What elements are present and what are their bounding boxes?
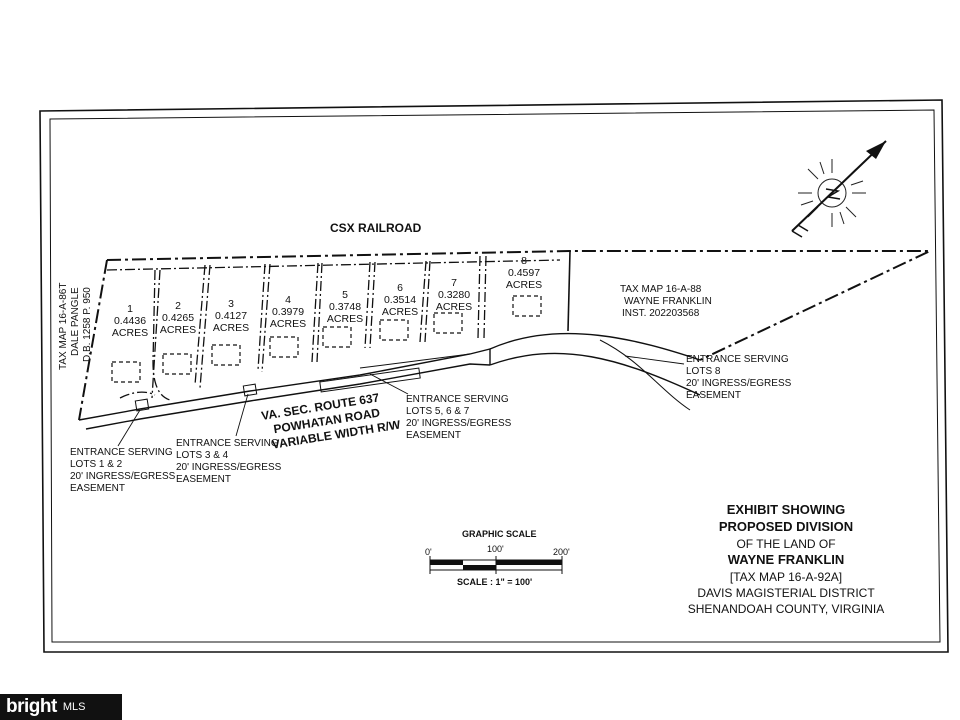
lot-4-number: 4 (285, 294, 291, 306)
adjoiner-east-line1: TAX MAP 16-A-88 (620, 284, 702, 295)
lot-1-acres: 0.4436 (114, 315, 146, 327)
easement-2-line4: EASEMENT (176, 474, 231, 485)
lot-5-number: 5 (342, 289, 348, 301)
easement-1-line4: EASEMENT (70, 483, 125, 494)
easement-strips (134, 353, 471, 412)
adjoiner-west-line3: D.B. 1258 P. 950 (82, 287, 93, 362)
title-line1: EXHIBIT SHOWING (727, 502, 845, 517)
lot-8-acres: 0.4597 (508, 267, 540, 279)
easement-note-3: ENTRANCE SERVING LOTS 5, 6 & 7 20' INGRE… (406, 394, 512, 441)
lot-6-unit: ACRES (382, 306, 418, 318)
lot-5-unit: ACRES (327, 313, 363, 325)
easement-note-1: ENTRANCE SERVING LOTS 1 & 2 20' INGRESS/… (70, 447, 176, 494)
adjoiner-west-line2: DALE PANGLE (70, 287, 81, 356)
easement-4-line1: ENTRANCE SERVING (686, 354, 789, 365)
easement-note-4: ENTRANCE SERVING LOTS 8 20' INGRESS/EGRE… (686, 354, 792, 401)
easement-3-line4: EASEMENT (406, 430, 461, 441)
scale-title: GRAPHIC SCALE (462, 529, 537, 539)
easement-2-line3: 20' INGRESS/EGRESS (176, 462, 282, 473)
lot-7-unit: ACRES (436, 301, 472, 313)
graphic-scale: GRAPHIC SCALE 0' 100' 200' SCALE : 1" = … (425, 529, 570, 587)
lot-labels: 1 0.4436 ACRES 2 0.4265 ACRES 3 0.4127 A… (112, 255, 542, 339)
watermark-brand: bright (6, 696, 57, 717)
road-label: VA. SEC. ROUTE 637 POWHATAN ROAD VARIABL… (260, 390, 402, 451)
lot-3-unit: ACRES (213, 322, 249, 334)
easement-1-line3: 20' INGRESS/EGRESS (70, 471, 176, 482)
scale-tick-0: 0' (425, 547, 432, 557)
easement-2-line2: LOTS 3 & 4 (176, 450, 229, 461)
easement-note-2: ENTRANCE SERVING LOTS 3 & 4 20' INGRESS/… (176, 438, 282, 485)
lot-1-unit: ACRES (112, 327, 148, 339)
lot-6-number: 6 (397, 282, 403, 294)
road-frontage (78, 332, 701, 430)
easement-3-line2: LOTS 5, 6 & 7 (406, 406, 470, 417)
lot-8-unit: ACRES (506, 279, 542, 291)
lot-5-acres: 0.3748 (329, 301, 361, 313)
lot-2-acres: 0.4265 (162, 312, 194, 324)
mls-watermark: bright MLS (0, 694, 122, 720)
easement-3-line1: ENTRANCE SERVING (406, 394, 509, 405)
scale-tick-200: 200' (553, 547, 570, 557)
adjoiner-west-line1: TAX MAP 16-A-86T (58, 283, 69, 370)
easement-2-line1: ENTRANCE SERVING (176, 438, 279, 449)
watermark-suffix: MLS (62, 701, 86, 713)
lot-3-number: 3 (228, 298, 234, 310)
lot-2-number: 2 (175, 300, 181, 312)
lot-7-number: 7 (451, 277, 457, 289)
adjoiner-east-line3: INST. 202203568 (622, 308, 700, 319)
title-block: EXHIBIT SHOWING PROPOSED DIVISION OF THE… (688, 502, 884, 616)
scale-caption: SCALE : 1" = 100' (457, 577, 532, 587)
lot8-east-line (567, 250, 571, 332)
easement-4-line2: LOTS 8 (686, 366, 721, 377)
north-arrow-icon (791, 140, 887, 238)
lot-6-acres: 0.3514 (384, 294, 416, 306)
title-line6: DAVIS MAGISTERIAL DISTRICT (697, 586, 875, 600)
building-footprints (111, 295, 542, 383)
adjoiner-east: TAX MAP 16-A-88 WAYNE FRANKLIN INST. 202… (620, 284, 712, 319)
lot-4-unit: ACRES (270, 318, 306, 330)
lot-2-unit: ACRES (160, 324, 196, 336)
railroad-label: CSX RAILROAD (330, 221, 422, 235)
adjoiner-west: TAX MAP 16-A-86T DALE PANGLE D.B. 1258 P… (58, 283, 93, 370)
lot-1-number: 1 (127, 303, 133, 315)
lot-3-acres: 0.4127 (215, 310, 247, 322)
parcel-boundary (78, 250, 931, 421)
title-line4: WAYNE FRANKLIN (728, 552, 845, 567)
adjoiner-east-line2: WAYNE FRANKLIN (624, 296, 712, 307)
easement-4-line3: 20' INGRESS/EGRESS (686, 378, 792, 389)
title-line7: SHENANDOAH COUNTY, VIRGINIA (688, 602, 884, 616)
lot-lines (106, 255, 561, 401)
scale-tick-100: 100' (487, 544, 504, 554)
leader-lines (117, 355, 685, 447)
title-line2: PROPOSED DIVISION (719, 519, 853, 534)
easement-1-line1: ENTRANCE SERVING (70, 447, 173, 458)
lot8-entrance-line (599, 339, 691, 411)
title-line5: [TAX MAP 16-A-92A] (730, 570, 842, 584)
lot-8-number: 8 (521, 255, 527, 267)
title-line3: OF THE LAND OF (736, 537, 835, 551)
easement-4-line4: EASEMENT (686, 390, 741, 401)
lot-4-acres: 0.3979 (272, 306, 304, 318)
easement-1-line2: LOTS 1 & 2 (70, 459, 123, 470)
easement-3-line3: 20' INGRESS/EGRESS (406, 418, 512, 429)
sheet-border (39, 99, 949, 653)
lot-7-acres: 0.3280 (438, 289, 470, 301)
sheet-inner-border (49, 109, 941, 643)
